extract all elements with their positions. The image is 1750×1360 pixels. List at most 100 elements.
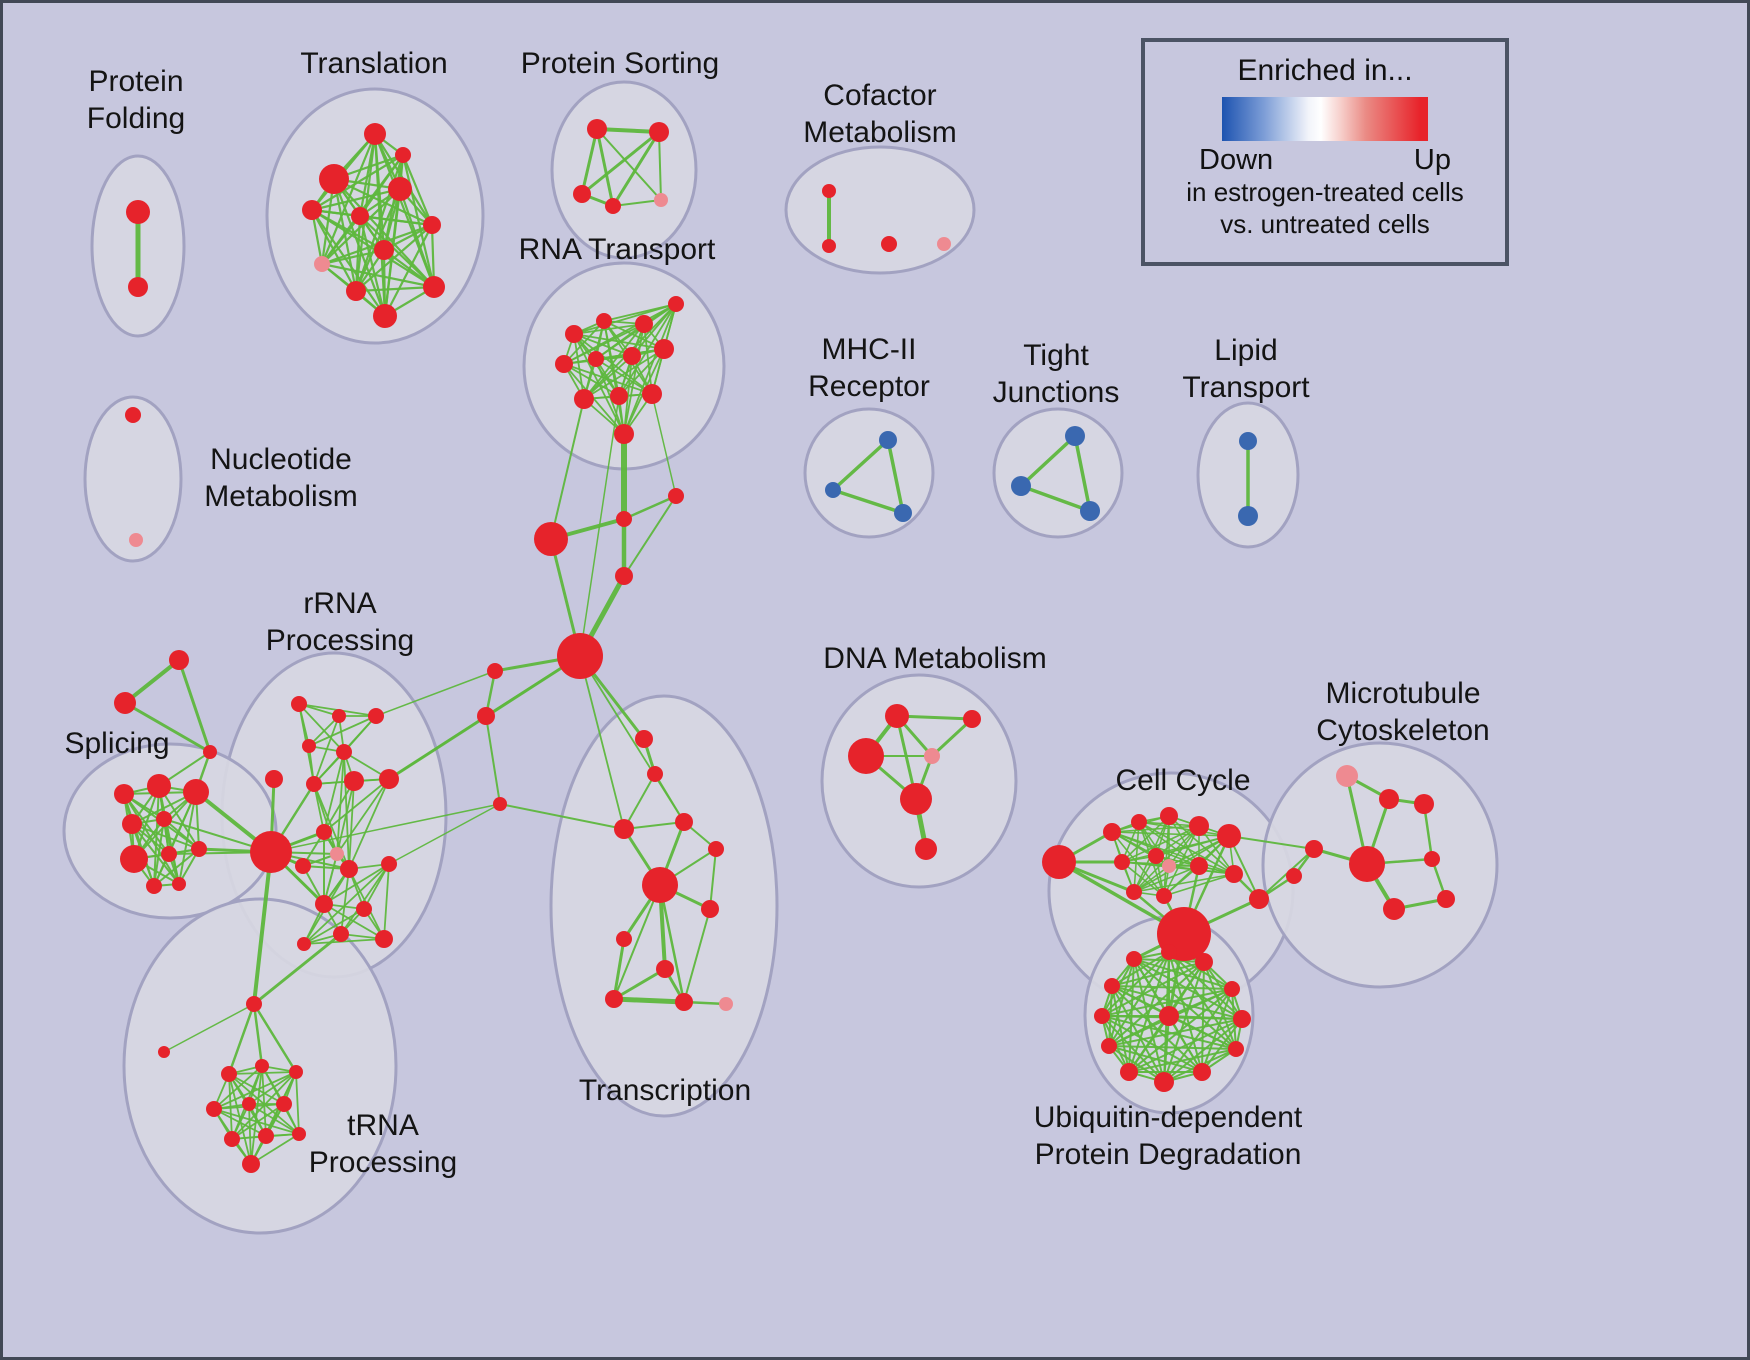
cluster-ellipse-protein-sorting [550,80,698,260]
network-edge [354,153,405,293]
network-edge [583,355,633,400]
network-edge [1108,1045,1237,1050]
network-edge [388,803,501,865]
network-node-cc3 [1131,814,1147,830]
network-node-rr12 [330,847,344,861]
network-node-tr12 [395,147,411,163]
network-edge [310,208,387,318]
network-node-tn0 [246,996,262,1012]
network-edge [308,715,340,747]
network-edge [1168,951,1243,1020]
network-node-tr11 [423,216,441,234]
network-node-mt4 [1305,840,1323,858]
network-node-rt7 [623,347,641,365]
network-node-tc8 [616,931,632,947]
network-edge [213,1065,263,1110]
network-edge [252,1002,264,1068]
network-node-cn2 [668,488,684,504]
legend-box: Enriched in... Down Up in estrogen-treat… [1141,38,1509,266]
network-edge [252,850,273,1006]
legend-subtitle-line2: vs. untreated cells [1220,209,1430,239]
network-edge [248,1103,300,1135]
network-edge [623,773,656,830]
cluster-ellipse-nucleotide-metabolism [83,395,183,563]
network-edge [250,1065,263,1165]
network-edge [323,863,390,905]
network-node-rr19 [375,930,393,948]
network-edge [1163,825,1200,897]
network-edge [623,303,677,435]
cluster-label-rna-transport: RNA Transport [519,233,716,266]
network-node-tn8 [258,1128,274,1144]
network-node-ps2 [649,122,669,142]
network-edge [658,883,686,1004]
network-edge [358,214,436,289]
network-node-rr11 [316,824,332,840]
network-node-tg1 [169,650,189,670]
network-node-ub11 [1154,1072,1174,1092]
network-edge [499,803,625,830]
cluster-label-translation: Translation [300,47,447,80]
network-node-dm3 [848,738,884,774]
network-edge [1101,1015,1203,1073]
network-edge [1168,1015,1237,1050]
network-node-sp6 [120,845,148,873]
network-edge [308,715,377,747]
network-edge [1128,1048,1237,1073]
network-node-tc11 [675,993,693,1011]
network-node-ub10 [1120,1063,1138,1081]
network-node-sp7 [161,846,177,862]
network-edge [354,214,362,293]
network-edge [1168,988,1233,1017]
network-node-rr2 [332,709,346,723]
network-node-tr9 [373,304,397,328]
network-edge [310,153,405,212]
network-edge [1163,988,1233,1083]
legend-title: Enriched in... [1237,54,1413,87]
network-edge [401,153,434,227]
network-node-tr7 [374,240,394,260]
network-node-cc1 [1042,845,1076,879]
network-edge [382,153,405,252]
network-node-rr20 [297,937,311,951]
network-edge [1121,825,1200,863]
network-node-ub9 [1228,1041,1244,1057]
network-node-tn7 [224,1131,240,1147]
network-node-dm5 [900,783,932,815]
network-node-tc4 [675,813,693,831]
network-edge [595,127,615,208]
cluster-ellipse-tight-junctions [992,407,1124,539]
network-node-dm6 [915,838,937,860]
network-node-rr17 [356,901,372,917]
network-edge [886,438,905,515]
network-node-tr4 [314,256,330,272]
network-edge [611,130,661,208]
network-edge [323,778,390,833]
network-edge [1133,835,1230,893]
network-edge [1133,865,1200,893]
network-node-cc6 [1217,824,1241,848]
network-node-sp8 [191,841,207,857]
network-edge [1133,873,1235,893]
network-edge [153,818,165,887]
network-node-mh1 [879,431,897,449]
network-edge [323,903,385,940]
network-node-cf1 [822,184,836,198]
network-edge [231,1103,285,1140]
network-edge [348,778,390,870]
network-node-rr5 [336,744,352,760]
network-edge [580,127,599,196]
network-node-tn3 [289,1065,303,1079]
network-node-cn1 [616,511,632,527]
network-node-tn6 [276,1096,292,1112]
network-node-cc5 [1189,816,1209,836]
network-node-rt5 [555,355,573,373]
network-node-pf2 [128,277,148,297]
network-node-tr2 [319,164,349,194]
network-node-sp2 [147,774,171,798]
network-node-cc12 [1126,884,1142,900]
network-node-tc10 [605,990,623,1008]
network-node-mt6 [1424,851,1440,867]
